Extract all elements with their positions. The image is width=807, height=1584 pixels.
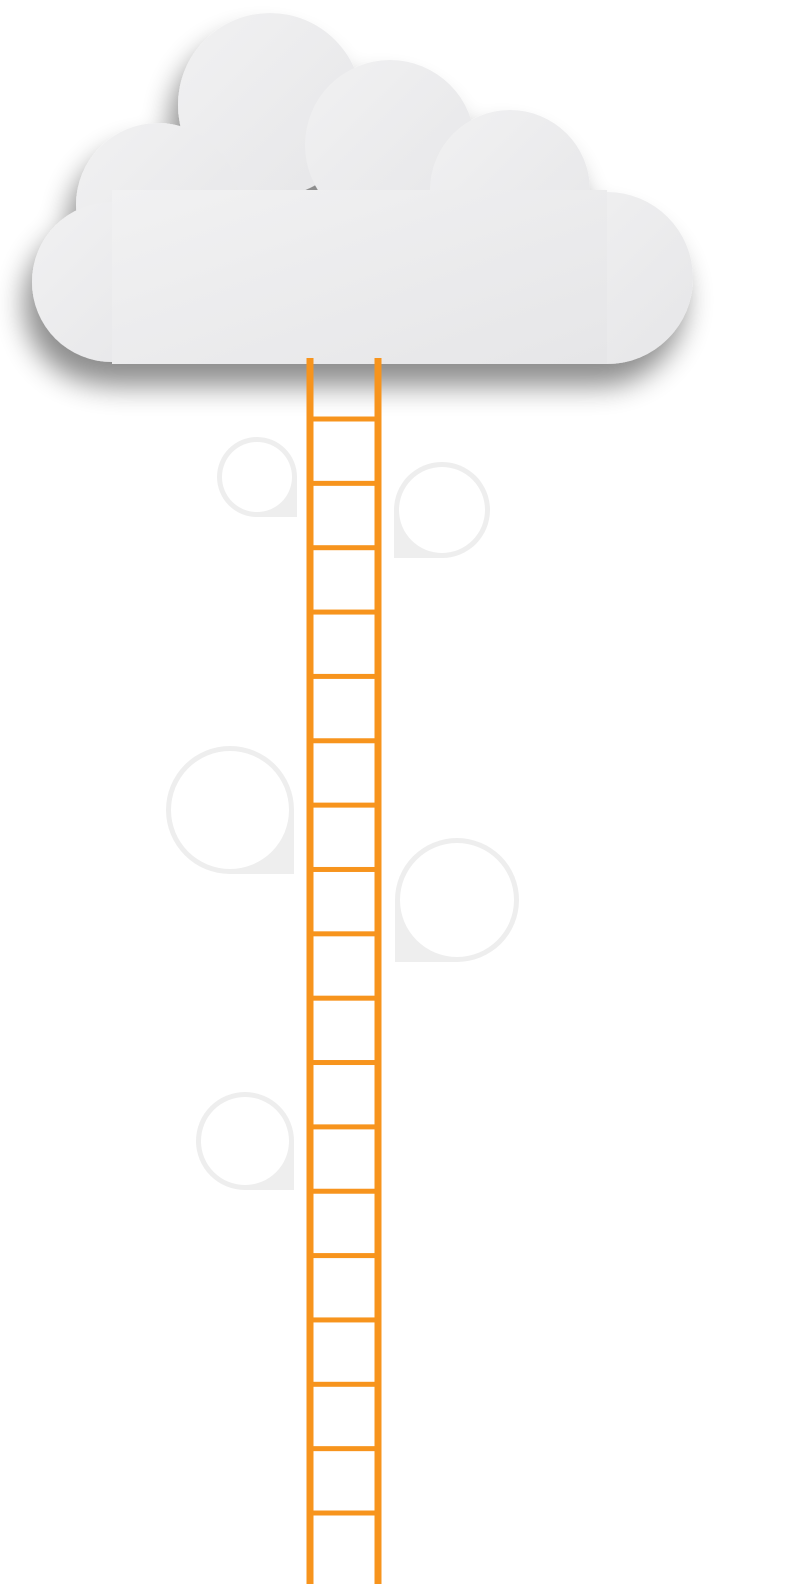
ladder-rung — [310, 1188, 378, 1194]
bubble-center — [171, 751, 289, 869]
ladder-rung — [310, 609, 378, 615]
ladder-rung — [310, 1510, 378, 1516]
ladder-rung — [310, 1253, 378, 1259]
ladder-rung — [310, 480, 378, 486]
cloud-icon — [32, 13, 693, 364]
ladder-rung — [310, 1060, 378, 1066]
ladder-rung — [310, 866, 378, 872]
ladder-rung — [310, 995, 378, 1001]
ladder-rung — [310, 931, 378, 937]
ladder-rung — [310, 802, 378, 808]
bubble-group — [166, 437, 519, 1190]
bubble-center — [201, 1097, 289, 1185]
bubble-center — [222, 442, 292, 512]
ladder-rung — [310, 545, 378, 551]
bubble-5 — [196, 1092, 294, 1190]
ladder-rung — [310, 1317, 378, 1323]
ladder-left-rail — [306, 358, 314, 1584]
bubble-1 — [217, 437, 297, 517]
ladder-rung — [310, 1124, 378, 1130]
bubble-center — [400, 843, 514, 957]
ladder-rung — [310, 1446, 378, 1452]
bubble-4 — [395, 838, 519, 962]
bubble-3 — [166, 746, 294, 874]
ladder-right-rail — [374, 358, 382, 1584]
bubble-2 — [394, 462, 490, 558]
ladder-rung — [310, 1381, 378, 1387]
ladder-icon — [306, 358, 382, 1584]
ladder-rung — [310, 416, 378, 422]
ladder-rung — [310, 673, 378, 679]
ladder-rung — [310, 738, 378, 744]
bubble-center — [399, 467, 485, 553]
